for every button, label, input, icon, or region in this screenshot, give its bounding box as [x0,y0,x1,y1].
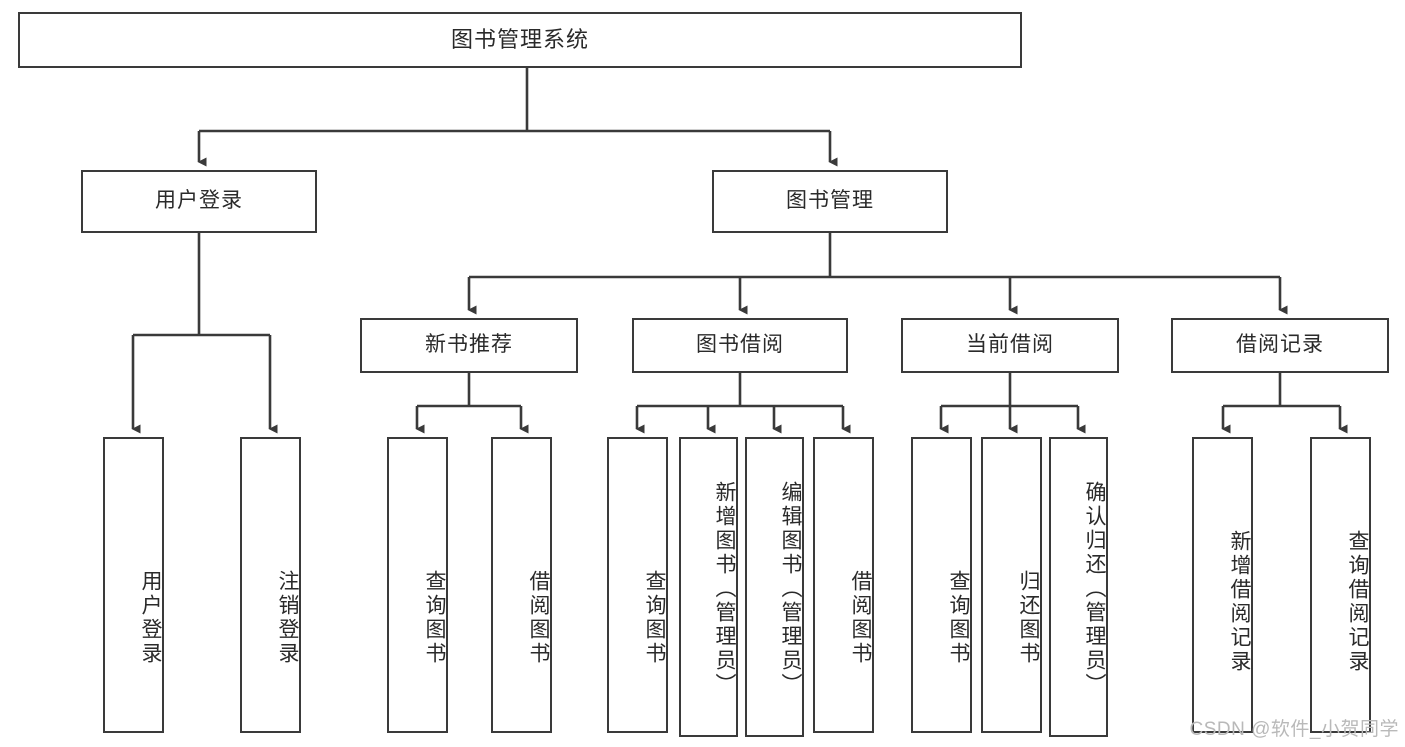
node-current-borrow-label: 当前借阅 [966,333,1054,357]
node-leaf-edit-book[interactable]: 编辑图书（管理员） [745,437,804,737]
node-leaf-query-book-2-label: 查询图书 [643,570,666,666]
node-root-label: 图书管理系统 [450,27,589,53]
node-book-borrow[interactable]: 图书借阅 [632,318,848,373]
node-borrow-record[interactable]: 借阅记录 [1171,318,1389,373]
node-leaf-query-record[interactable]: 查询借阅记录 [1310,437,1371,733]
node-user-login[interactable]: 用户登录 [81,170,317,233]
node-leaf-borrow-book-1[interactable]: 借阅图书 [491,437,552,733]
node-user-login-label: 用户登录 [155,189,243,213]
node-leaf-query-book-3-label: 查询图书 [947,570,970,666]
node-leaf-user-login[interactable]: 用户登录 [103,437,164,733]
node-current-borrow[interactable]: 当前借阅 [901,318,1119,373]
node-leaf-query-book-1-label: 查询图书 [423,570,446,666]
node-leaf-query-record-label: 查询借阅记录 [1346,530,1369,674]
node-leaf-borrow-book-2-label: 借阅图书 [849,570,872,666]
node-leaf-confirm-return-label: 确认归还（管理员） [1083,481,1106,697]
node-borrow-record-label: 借阅记录 [1236,333,1324,357]
node-leaf-return-book[interactable]: 归还图书 [981,437,1042,733]
node-root[interactable]: 图书管理系统 [18,12,1022,68]
node-new-book-recommend-label: 新书推荐 [425,333,513,357]
node-leaf-add-book-label: 新增图书（管理员） [713,481,736,697]
node-leaf-logout-login[interactable]: 注销登录 [240,437,301,733]
node-leaf-edit-book-label: 编辑图书（管理员） [779,481,802,697]
watermark-label: CSDN @软件_小贺同学 [1189,719,1399,740]
node-book-borrow-label: 图书借阅 [696,333,784,357]
node-leaf-confirm-return[interactable]: 确认归还（管理员） [1049,437,1108,737]
node-leaf-user-login-label: 用户登录 [139,570,162,666]
node-leaf-borrow-book-2[interactable]: 借阅图书 [813,437,874,733]
node-leaf-borrow-book-1-label: 借阅图书 [527,570,550,666]
node-book-management[interactable]: 图书管理 [712,170,948,233]
node-leaf-add-record-label: 新增借阅记录 [1228,530,1251,674]
node-new-book-recommend[interactable]: 新书推荐 [360,318,578,373]
node-leaf-query-book-1[interactable]: 查询图书 [387,437,448,733]
node-leaf-add-book[interactable]: 新增图书（管理员） [679,437,738,737]
node-leaf-return-book-label: 归还图书 [1017,570,1040,666]
node-leaf-query-book-3[interactable]: 查询图书 [911,437,972,733]
node-book-management-label: 图书管理 [786,189,874,213]
node-leaf-logout-login-label: 注销登录 [276,570,299,666]
node-leaf-add-record[interactable]: 新增借阅记录 [1192,437,1253,733]
node-leaf-query-book-2[interactable]: 查询图书 [607,437,668,733]
